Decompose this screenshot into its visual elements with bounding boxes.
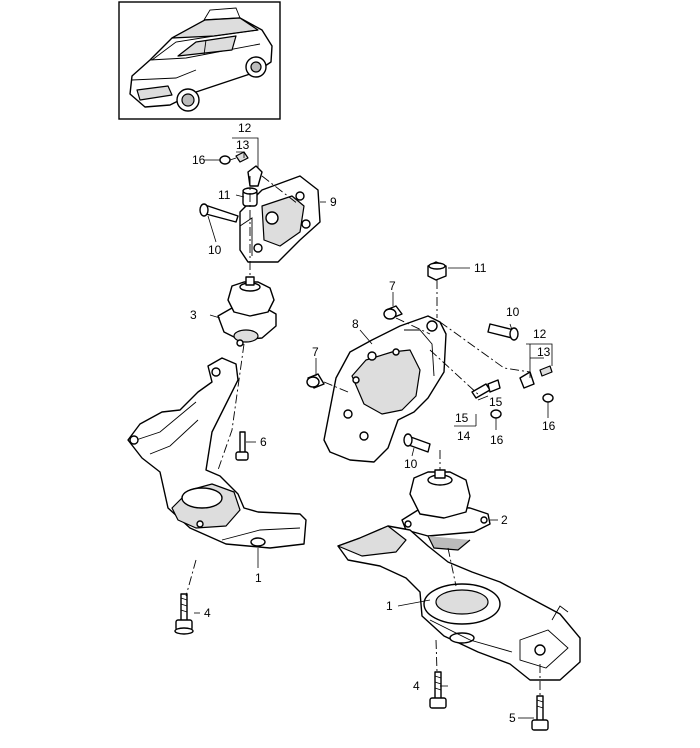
callout-7-right-lower: 7 (312, 345, 319, 359)
bolt-6 (235, 431, 249, 461)
subframe-left (127, 357, 307, 549)
callout-16-right-lower: 16 (490, 433, 504, 447)
subframe-right (337, 525, 581, 681)
bolt-upper-left (199, 203, 239, 223)
callout-16-left: 16 (192, 153, 206, 167)
callout-labels: 1 1 2 3 4 4 5 6 7 7 8 9 10 10 10 11 11 1… (190, 121, 556, 725)
callout-13-right: 13 (537, 345, 551, 359)
callout-4-right: 4 (413, 679, 420, 693)
engine-mount-right (401, 469, 491, 551)
callout-15-upper: 15 (489, 395, 503, 409)
nut-11-right (427, 261, 447, 281)
callout-3: 3 (190, 308, 197, 322)
callout-2: 2 (501, 513, 508, 527)
callout-7-right-upper: 7 (389, 279, 396, 293)
callout-11-right: 11 (474, 261, 487, 275)
callout-10-right-upper: 10 (506, 305, 520, 319)
callout-10-right-lower: 10 (404, 457, 418, 471)
transmission-mount-bracket (239, 175, 321, 263)
callout-14: 14 (457, 429, 471, 443)
callout-15-lower: 15 (455, 411, 469, 425)
callout-6: 6 (260, 435, 267, 449)
callout-9: 9 (330, 195, 337, 209)
clip-13-right (519, 365, 553, 389)
engine-bracket-right (323, 315, 447, 463)
bolt-4-right (429, 671, 447, 709)
callout-4-left: 4 (204, 606, 211, 620)
clip-15 (471, 379, 501, 399)
bushing-7-lower (306, 373, 325, 389)
vehicle-thumbnail (118, 1, 281, 120)
callout-1-right: 1 (386, 599, 393, 613)
nut-16-right-lower (490, 409, 502, 419)
bolt-10-right-lower (403, 433, 431, 453)
nut-16-right (542, 393, 554, 403)
callout-8: 8 (352, 317, 359, 331)
bolt-5 (531, 695, 549, 731)
callout-16-right: 16 (542, 419, 556, 433)
callout-12-left: 12 (238, 121, 252, 135)
callout-5: 5 (509, 711, 516, 725)
engine-mount-left (217, 276, 277, 347)
callout-10-left: 10 (208, 243, 222, 257)
leader-lines (194, 137, 553, 719)
assembly-axes (185, 175, 541, 696)
callout-12-right: 12 (533, 327, 547, 341)
callout-1-left: 1 (255, 571, 262, 585)
nut-upper-left (219, 155, 237, 165)
bolt-4-left (174, 593, 194, 635)
callout-11-left: 11 (218, 188, 231, 202)
callout-13-left: 13 (236, 138, 250, 152)
suv-illustration (129, 7, 273, 112)
bolt-10-right-upper (487, 323, 519, 341)
bushing-7-upper (383, 305, 403, 320)
